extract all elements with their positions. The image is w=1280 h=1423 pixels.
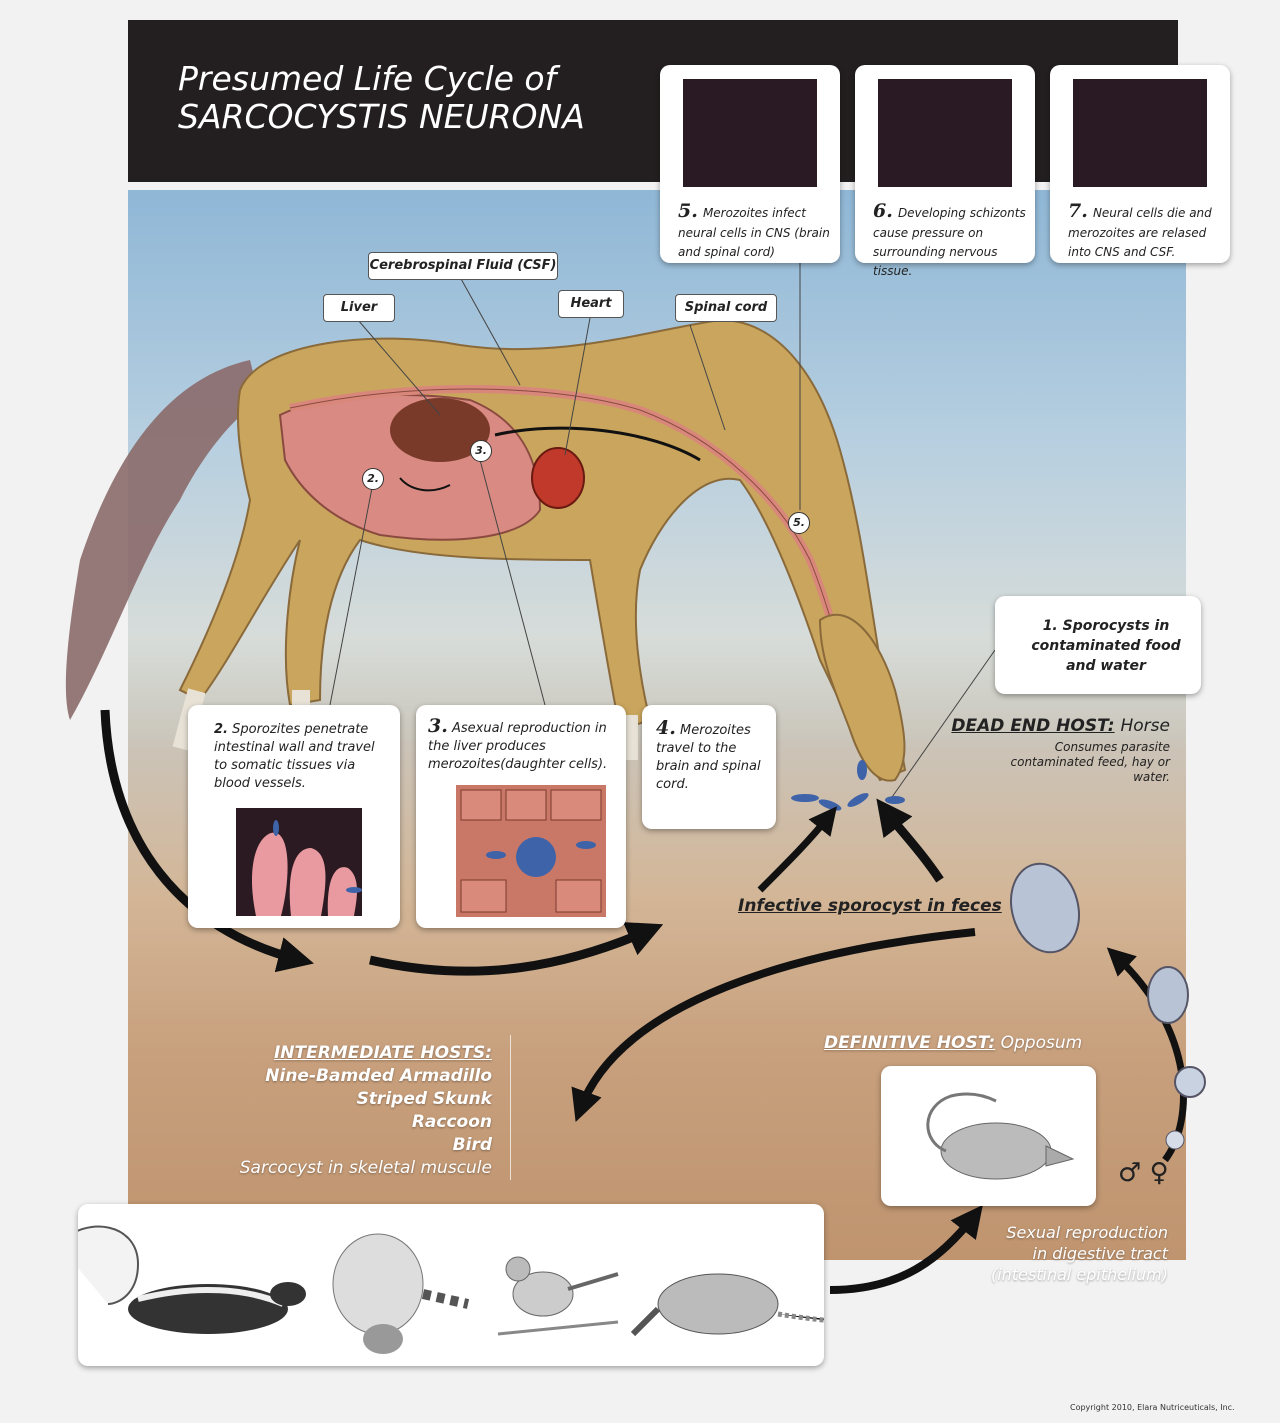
- intermediate-hosts: INTERMEDIATE HOSTS: Nine-Bamded Armadill…: [230, 1042, 492, 1180]
- step-4-text: Merozoites travel to the brain and spina…: [656, 723, 761, 792]
- step-5-card: 5. Merozoites infect neural cells in CNS…: [660, 65, 840, 263]
- sexual-reproduction-text: Sexual reproduction in digestive tract (…: [990, 1223, 1168, 1284]
- divider: [510, 1035, 511, 1180]
- step-2-text: Sporozites penetrate intestinal wall and…: [214, 722, 375, 791]
- step-2-card: 2. Sporozites penetrate intestinal wall …: [188, 705, 400, 928]
- opossum-image: [926, 1092, 1075, 1180]
- dying-cell-image: [1073, 79, 1207, 187]
- liver-cells-image: [456, 785, 606, 917]
- host-item: Nine-Bamded Armadillo: [265, 1066, 492, 1086]
- spinal-cord-label: Spinal cord: [675, 294, 777, 322]
- infective-sporocyst-label: Infective sporocyst in feces: [738, 896, 1002, 916]
- copyright: Copyright 2010, Elara Nutriceuticals, In…: [1070, 1403, 1235, 1412]
- step-6-number: 6.: [873, 200, 893, 222]
- definitive-heading: DEFINITIVE HOST:: [824, 1033, 996, 1053]
- step-1-card: 1. Sporocysts in contaminated food and w…: [995, 596, 1201, 694]
- step-1-number: 1.: [1042, 618, 1058, 634]
- title-line-1: Presumed Life Cycle of: [178, 59, 557, 98]
- neural-cell-image: [683, 79, 817, 187]
- intermediate-note: Sarcocyst in skeletal muscule: [239, 1158, 492, 1178]
- step-7-number: 7.: [1068, 200, 1088, 222]
- step-7-card: 7. Neural cells die and merozoites are r…: [1050, 65, 1230, 263]
- step-3-card: 3. Asexual reproduction in the liver pro…: [416, 705, 626, 928]
- host-item: Raccoon: [411, 1112, 492, 1132]
- step-5-text: Merozoites infect neural cells in CNS (b…: [678, 206, 830, 259]
- step-1-text: Sporocysts in contaminated food and wate…: [1031, 618, 1181, 674]
- step-4-card: 4. Merozoites travel to the brain and sp…: [642, 705, 776, 829]
- host-item: Bird: [452, 1135, 492, 1155]
- step-6-card: 6. Developing schizonts cause pressure o…: [855, 65, 1035, 278]
- step-3-number: 3.: [428, 715, 448, 737]
- step-4-number: 4.: [656, 717, 676, 739]
- intestinal-villi-image: [236, 808, 362, 916]
- opossum-card: [881, 1066, 1096, 1206]
- dead-end-heading: DEAD END HOST:: [951, 716, 1115, 736]
- sex-symbols-icon: ♂ ♀: [1118, 1158, 1169, 1188]
- step-5-number: 5.: [678, 200, 698, 222]
- animal-illustrations: [78, 1225, 824, 1354]
- step-7-text: Neural cells die and merozoites are rela…: [1068, 206, 1212, 259]
- marker-5: 5.: [788, 512, 810, 534]
- step-3-text: Asexual reproduction in the liver produc…: [428, 721, 608, 772]
- marker-2: 2.: [362, 468, 384, 490]
- step-6-text: Developing schizonts cause pressure on s…: [873, 206, 1026, 278]
- intermediate-heading: INTERMEDIATE HOSTS:: [273, 1043, 492, 1063]
- schizont-image: [878, 79, 1012, 187]
- dead-end-desc: Consumes parasite contaminated feed, hay…: [1010, 740, 1171, 784]
- host-item: Striped Skunk: [356, 1089, 492, 1109]
- step-2-number: 2.: [214, 722, 228, 737]
- heart-label: Heart: [558, 290, 624, 318]
- csf-label: Cerebrospinal Fluid (CSF): [368, 252, 558, 280]
- dead-end-host-name: Horse: [1120, 716, 1171, 736]
- marker-3: 3.: [470, 440, 492, 462]
- definitive-host-name: Opposum: [1000, 1033, 1083, 1053]
- page-title: Presumed Life Cycle of SARCOCYSTIS NEURO…: [178, 60, 585, 136]
- liver-label: Liver: [323, 294, 395, 322]
- title-line-2: SARCOCYSTIS NEURONA: [178, 97, 585, 136]
- dead-end-host: DEAD END HOST: Horse Consumes parasite c…: [900, 716, 1170, 785]
- definitive-host: DEFINITIVE HOST: Opposum: [824, 1033, 1082, 1053]
- intermediate-hosts-strip: [78, 1204, 824, 1366]
